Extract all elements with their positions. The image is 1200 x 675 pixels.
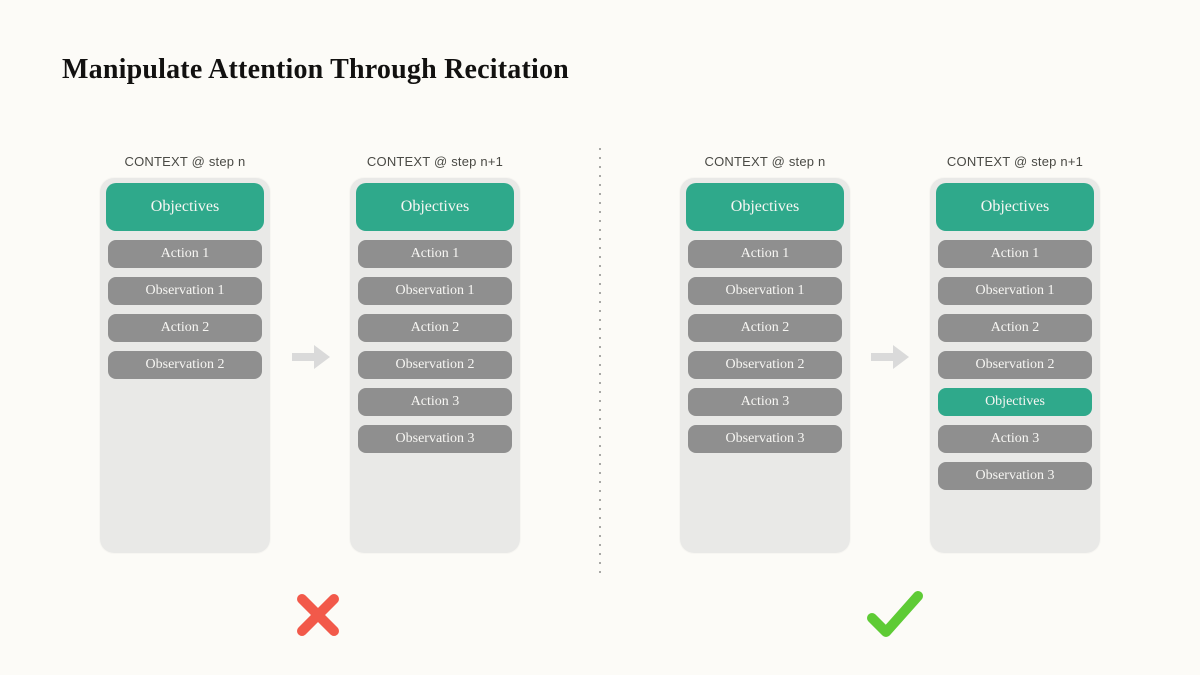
x-icon	[297, 594, 339, 636]
context-block-action: Action 1	[108, 240, 262, 268]
context-column-step-n1-right: CONTEXT @ step n+1 Objectives Action 1 O…	[930, 152, 1100, 553]
context-block-observation: Observation 3	[938, 462, 1092, 490]
context-column-step-n1-left: CONTEXT @ step n+1 Objectives Action 1 O…	[350, 152, 520, 553]
context-block-observation: Observation 1	[358, 277, 512, 305]
dotted-divider	[599, 148, 601, 578]
context-block-observation: Observation 1	[108, 277, 262, 305]
context-header: CONTEXT @ step n+1	[946, 154, 1084, 169]
context-column-step-n-left: CONTEXT @ step n Objectives Action 1 Obs…	[100, 152, 270, 553]
page-title: Manipulate Attention Through Recitation	[62, 54, 569, 85]
context-block-observation: Observation 2	[358, 351, 512, 379]
context-block-action: Action 1	[358, 240, 512, 268]
context-block-observation: Observation 3	[688, 425, 842, 453]
context-block-action: Action 2	[358, 314, 512, 342]
context-block-objectives: Objectives	[106, 183, 264, 231]
context-block-observation: Observation 2	[108, 351, 262, 379]
check-icon	[867, 591, 923, 637]
context-block-action: Action 2	[688, 314, 842, 342]
context-block-action: Action 3	[938, 425, 1092, 453]
context-window: Objectives Action 1 Observation 1 Action…	[100, 178, 270, 553]
context-block-action: Action 3	[688, 388, 842, 416]
context-block-objectives-recited: Objectives	[938, 388, 1092, 416]
context-block-observation: Observation 2	[938, 351, 1092, 379]
context-block-observation: Observation 3	[358, 425, 512, 453]
arrow-right-icon	[292, 345, 330, 369]
context-header: CONTEXT @ step n+1	[366, 154, 504, 169]
context-block-observation: Observation 2	[688, 351, 842, 379]
context-block-objectives: Objectives	[356, 183, 514, 231]
context-window: Objectives Action 1 Observation 1 Action…	[680, 178, 850, 553]
context-window: Objectives Action 1 Observation 1 Action…	[350, 178, 520, 553]
context-block-action: Action 1	[688, 240, 842, 268]
context-header: CONTEXT @ step n	[704, 154, 826, 169]
context-block-objectives: Objectives	[686, 183, 844, 231]
context-block-observation: Observation 1	[688, 277, 842, 305]
context-column-step-n-right: CONTEXT @ step n Objectives Action 1 Obs…	[680, 152, 850, 553]
context-block-observation: Observation 1	[938, 277, 1092, 305]
context-block-action: Action 1	[938, 240, 1092, 268]
context-window: Objectives Action 1 Observation 1 Action…	[930, 178, 1100, 553]
context-block-objectives: Objectives	[936, 183, 1094, 231]
context-block-action: Action 3	[358, 388, 512, 416]
context-block-action: Action 2	[938, 314, 1092, 342]
context-header: CONTEXT @ step n	[124, 154, 246, 169]
context-block-action: Action 2	[108, 314, 262, 342]
arrow-right-icon	[871, 345, 909, 369]
